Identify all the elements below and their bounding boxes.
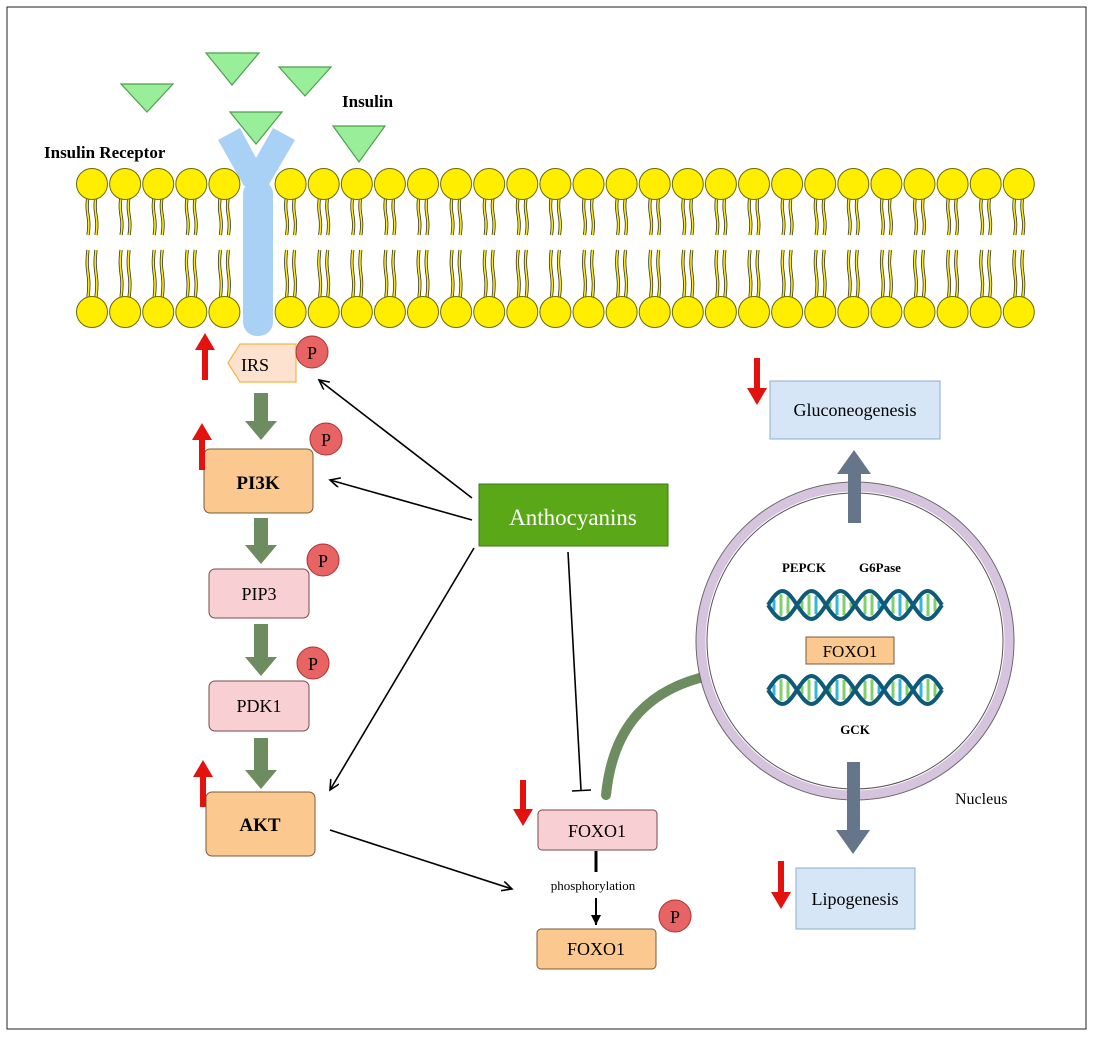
pepck-label: PEPCK [782, 560, 827, 575]
foxo1-phosphorylated-node: FOXO1 [536, 928, 657, 970]
irs-to-pi3k-arrow [245, 393, 277, 440]
phospholipid [837, 168, 870, 328]
regulation-arrows [192, 333, 791, 909]
akt-up-arrow [193, 760, 213, 807]
phospholipid [605, 168, 638, 328]
phospholipid [76, 168, 108, 328]
insulin-label: Insulin [342, 92, 394, 111]
anthocyanins-effects [319, 380, 592, 889]
phospholipid [175, 168, 208, 328]
dna-strand [766, 673, 944, 707]
pdk1-label: PDK1 [236, 696, 281, 716]
irs-phospho-badge: P [295, 335, 329, 369]
gck-label: GCK [840, 722, 871, 737]
akt-to-phosphorylation-arrow [329, 829, 512, 889]
phospholipid [539, 168, 572, 328]
insulin-receptor-label: Insulin Receptor [44, 143, 166, 162]
foxo1-down-arrow [513, 780, 533, 826]
irs-label: IRS [241, 355, 269, 375]
pdk1-node: PDK1 [208, 680, 310, 732]
phospholipid [572, 168, 605, 328]
phospholipid [440, 168, 473, 328]
phospholipid [473, 168, 506, 328]
foxo1-phospho-badge: P [658, 899, 692, 933]
pip3-to-pdk1-arrow [245, 624, 277, 676]
inhibition-bar [571, 789, 592, 792]
pip3-phospho-badge: P [306, 543, 340, 577]
foxo1-nucleus-node: FOXO1 [805, 636, 895, 665]
lipogenesis-down-arrow [771, 861, 791, 909]
foxo1-phosphorylated-label: FOXO1 [567, 939, 625, 959]
phospholipid [936, 168, 969, 328]
pi3k-node: PI3K [203, 448, 314, 514]
phospholipid [307, 168, 340, 328]
phospholipid [506, 168, 539, 328]
pdk1-phospho-badge: P [296, 646, 330, 680]
nucleus-label: Nucleus [955, 791, 1007, 808]
lipogenesis-label: Lipogenesis [812, 889, 899, 909]
pi3k-to-pip3-arrow [245, 518, 277, 564]
to-gluconeogenesis-arrow [837, 450, 871, 523]
phosphorylation-label: phosphorylation [551, 878, 636, 893]
svg-text:P: P [308, 654, 318, 674]
pi3k-phospho-badge: P [309, 422, 343, 456]
anthocyanins-to-akt-arrow [330, 547, 475, 790]
foxo1-cytoplasm-node: FOXO1 [537, 809, 658, 851]
phospholipid [142, 168, 175, 328]
phospholipid [804, 168, 837, 328]
phospholipid [109, 168, 142, 328]
g6pase-label: G6Pase [859, 560, 901, 575]
phospholipid [903, 168, 936, 328]
gluconeogenesis-label: Gluconeogenesis [794, 400, 917, 420]
dna-helix-upper [766, 588, 944, 622]
svg-text:P: P [321, 430, 331, 450]
pi3k-label: PI3K [236, 473, 280, 494]
gluconeogenesis-node: Gluconeogenesis [769, 380, 941, 440]
phospholipid [208, 168, 241, 328]
svg-text:P: P [670, 907, 680, 927]
anthocyanins-node: Anthocyanins [478, 483, 669, 547]
irs-node: IRS [227, 343, 297, 383]
insulin-molecules [119, 52, 387, 164]
svg-text:P: P [307, 343, 317, 363]
output-arrows [836, 450, 871, 854]
to-lipogenesis-arrow [836, 762, 870, 854]
phospholipid [638, 168, 671, 328]
pip3-label: PIP3 [241, 584, 276, 604]
pip3-node: PIP3 [208, 568, 310, 619]
phospho-marks: P P P P P [295, 335, 692, 933]
phospholipid [1002, 168, 1035, 328]
lipid-bilayer [76, 168, 1035, 328]
dna-helix-lower [766, 673, 944, 707]
foxo1-nucleus-label: FOXO1 [823, 642, 878, 661]
gluconeogenesis-down-arrow [747, 358, 767, 405]
svg-text:P: P [318, 551, 328, 571]
phospholipid [771, 168, 804, 328]
anthocyanins-to-irs-arrow [319, 380, 473, 499]
lipogenesis-node: Lipogenesis [795, 867, 916, 930]
anthocyanins-label: Anthocyanins [509, 505, 637, 530]
insulin-receptor [218, 128, 295, 336]
foxo1-cytoplasm-label: FOXO1 [568, 821, 626, 841]
pi3k-up-arrow [192, 423, 212, 470]
phospholipid [373, 168, 406, 328]
phospholipid [407, 168, 439, 328]
phospholipid [340, 168, 373, 328]
phospholipid [738, 168, 770, 328]
dna-strand [766, 588, 944, 622]
pdk1-to-akt-arrow [245, 738, 277, 789]
phospholipid [274, 168, 307, 328]
anthocyanins-to-pi3k-arrow [330, 480, 473, 521]
phospholipid [870, 168, 903, 328]
akt-node: AKT [205, 791, 316, 857]
anthocyanins-inhibits-foxo1 [567, 551, 582, 791]
akt-label: AKT [239, 815, 281, 836]
phospholipid [671, 168, 704, 328]
pathway-arrows [245, 393, 277, 789]
phospholipid [704, 168, 737, 328]
phospholipid [969, 168, 1002, 328]
irs-up-arrow [195, 333, 215, 380]
